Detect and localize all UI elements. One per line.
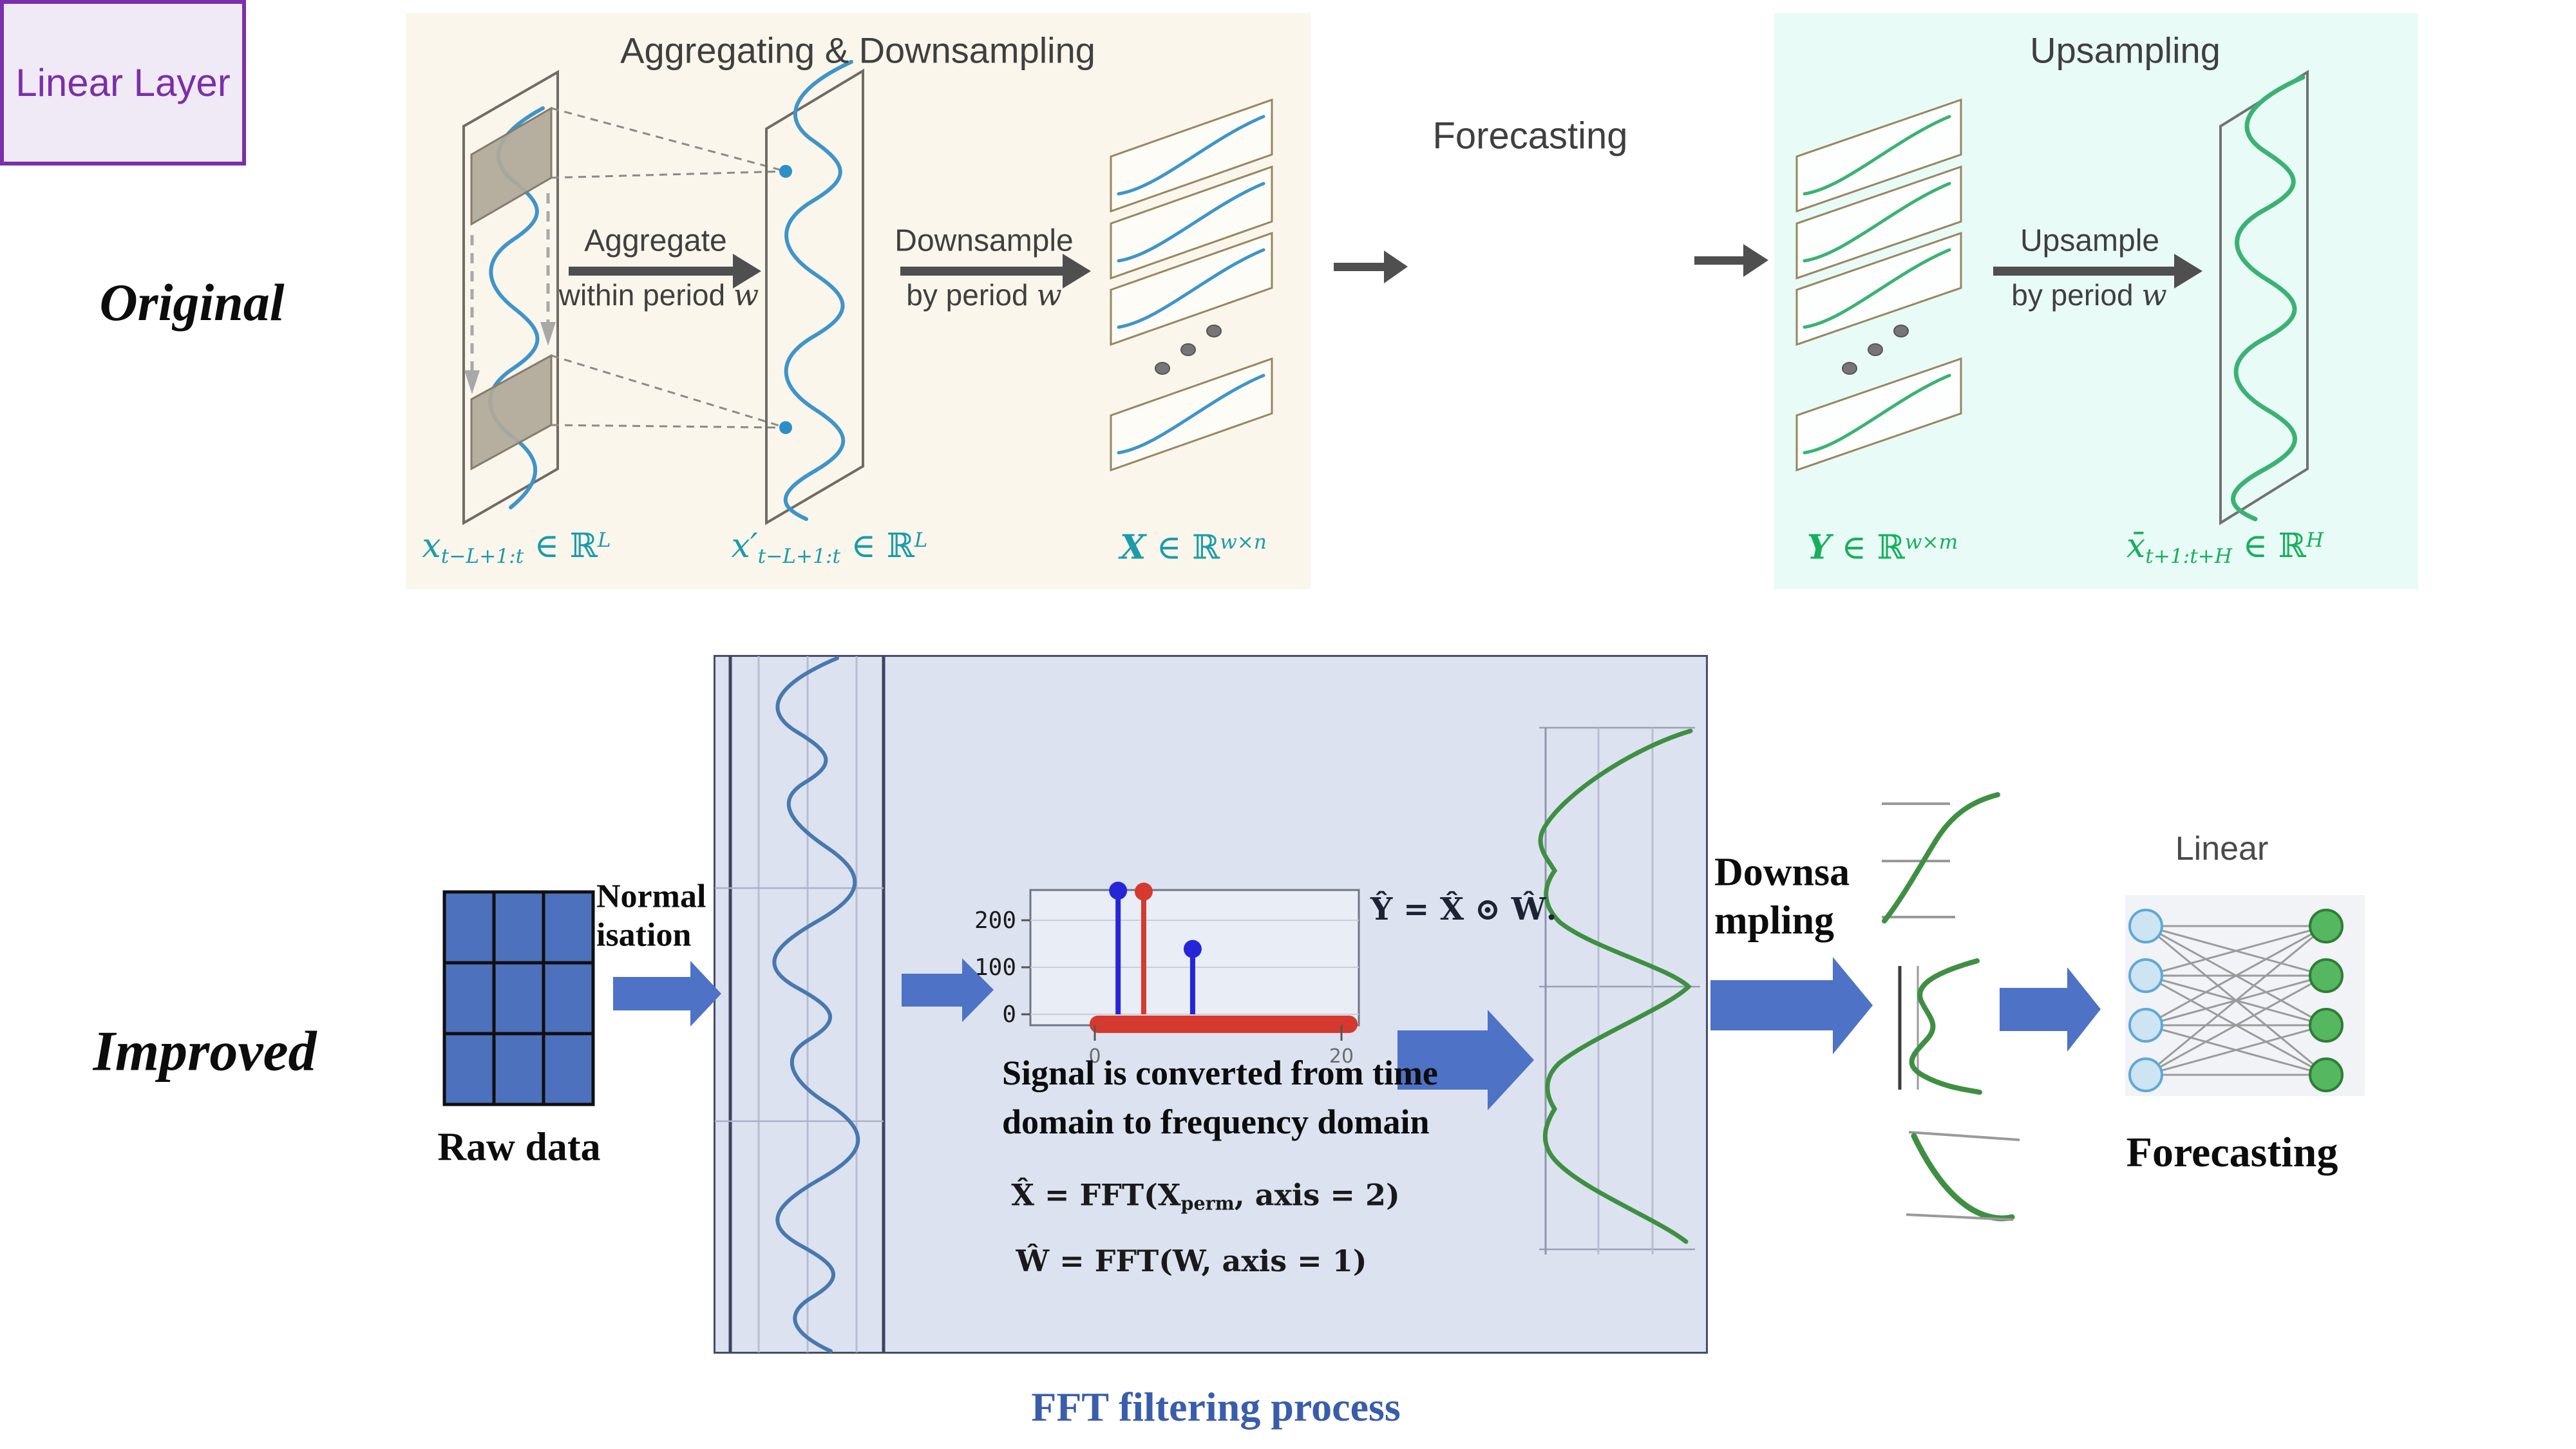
arrow-to-linear-network xyxy=(2000,967,2101,1052)
fft-w-equation: Ŵ = FFT(W, axis = 1) xyxy=(1016,1244,1367,1278)
fft-panel-caption: FFT filtering process xyxy=(1031,1384,1401,1430)
normalisation-arrow xyxy=(613,961,721,1027)
raw-data-grid xyxy=(442,890,595,1106)
label-output-matrix: Y ∈ ℝw×m xyxy=(1806,527,1958,567)
fft-x-equation: X̂ = FFT(Xperm, axis = 2) xyxy=(1011,1177,1400,1215)
row-label-improved: Improved xyxy=(93,1020,317,1083)
upsampling-panel-title: Upsampling xyxy=(2030,30,2221,71)
upsample-arrow-sublabel: by period w xyxy=(2011,278,2167,312)
filter-equation: Ŷ = X̂ ⊙ Ŵ. xyxy=(1370,891,1557,927)
linear-layer-label: Linear Layer xyxy=(15,61,231,104)
upsample-arrow-label: Upsample xyxy=(2020,223,2160,258)
aggregate-arrow-sublabel: within period w xyxy=(558,278,759,312)
downsampling-label-line1: Downsa xyxy=(1714,850,1850,895)
downsample-arrow-sublabel: by period w xyxy=(906,278,1062,312)
normalisation-label-line2: isation xyxy=(596,916,692,954)
downsample-arrow-label: Downsample xyxy=(895,223,1074,258)
row-label-original: Original xyxy=(99,273,285,332)
label-aggregated-vector: x′t−L+1:t ∈ ℝL xyxy=(731,526,928,569)
label-input-vector: xt−L+1:t ∈ ℝL xyxy=(422,526,611,569)
forecasting-title: Forecasting xyxy=(1432,115,1628,157)
linear-network-title: Linear xyxy=(2175,830,2269,867)
linear-layer-box: Linear Layer xyxy=(0,0,246,166)
aggregate-arrow-label: Aggregate xyxy=(584,223,727,258)
label-downsampled-matrix: X ∈ ℝw×n xyxy=(1119,527,1267,567)
label-forecast-vector: x̄t+1:t+H ∈ ℝH xyxy=(2126,526,2324,569)
linear-network-box xyxy=(2125,895,2365,1096)
normalisation-label-line1: Normal xyxy=(596,878,706,915)
signal-text-line2: domain to frequency domain xyxy=(1002,1103,1430,1141)
arrow-to-linear-layer xyxy=(1334,251,1408,283)
aggregating-panel-title: Aggregating & Downsampling xyxy=(620,30,1095,71)
aggregating-downsampling-panel xyxy=(406,13,1311,589)
raw-data-label: Raw data xyxy=(437,1125,601,1170)
arrow-from-linear-layer xyxy=(1694,244,1768,277)
downsampling-arrow xyxy=(1710,957,1873,1054)
forecasting-label: Forecasting xyxy=(2126,1129,2338,1176)
signal-text-line1: Signal is converted from time xyxy=(1002,1054,1438,1092)
downsampling-label-line2: mpling xyxy=(1714,898,1835,943)
downsampled-pieces xyxy=(1882,792,2020,1222)
